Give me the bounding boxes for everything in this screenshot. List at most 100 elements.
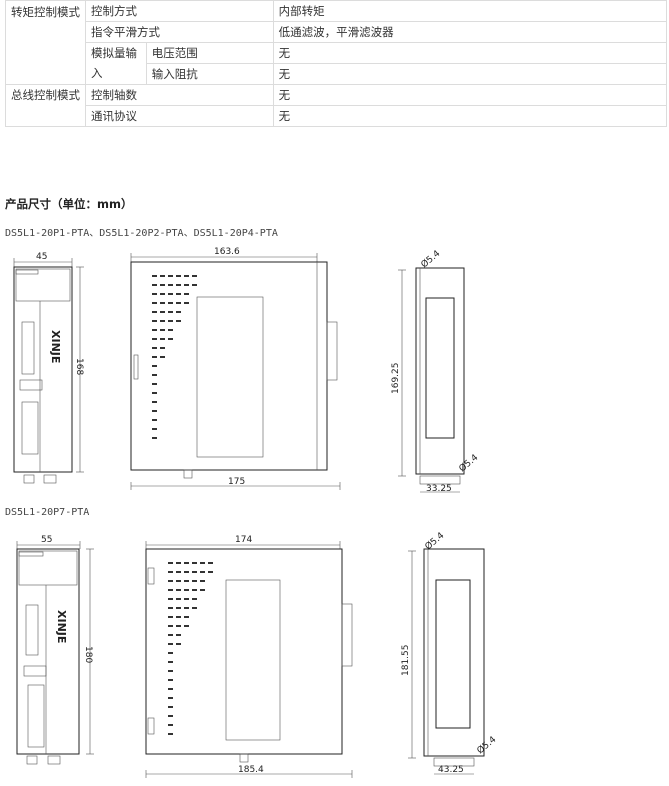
side-bottom-label: 185.4 [238,765,264,775]
model-list-1: DS5L1-20P1-PTA、DS5L1-20P2-PTA、DS5L1-20P4… [5,228,278,239]
vent-slot [160,347,165,349]
vent-slot [168,643,173,645]
vent-slot [168,571,173,573]
vent-slot [160,329,165,331]
side-top-label: 163.6 [214,247,240,257]
vent-slot [168,311,173,313]
spec-value: 无 [272,105,668,127]
side-top-label: 174 [235,535,252,545]
front-height-label: 180 [83,646,93,663]
vent-slot [192,589,197,591]
vent-slot [184,275,189,277]
vent-slot [192,607,197,609]
back-view-2: 181.55 Ø5.4 Ø5.4 43.25 [401,530,499,775]
hole-top-label: Ø5.4 [419,248,443,270]
vent-slot [176,571,181,573]
vent-slot [184,571,189,573]
side-view-1: 163.6 175 [130,247,341,490]
vent-slot [184,580,189,582]
vent-slot [160,311,165,313]
vent-slot [184,589,189,591]
vent-slot [152,320,157,322]
model-list-2: DS5L1-20P7-PTA [5,507,90,518]
vent-slot [160,338,165,340]
vent-slot [200,589,205,591]
vent-slots [152,275,197,439]
spec-sublabel: 电压范围 [145,42,274,64]
back-height-label: 181.55 [401,645,411,677]
vent-slot [176,562,181,564]
vent-slot [168,598,173,600]
vent-slot [168,562,173,564]
vent-slot [168,302,173,304]
vent-slot [152,311,157,313]
vent-slot [176,643,181,645]
vent-slot [168,625,173,627]
vent-slot [176,320,181,322]
brand-logo: XINJE [55,610,68,643]
vent-slot [200,562,205,564]
hole-bottom-label: Ø5.4 [475,734,499,756]
torque-mode-category: 转矩控制模式 [5,0,86,85]
vent-slot [168,706,173,708]
vent-slot [192,284,197,286]
vent-slot [152,284,157,286]
vent-slot [160,275,165,277]
vent-slot [168,284,173,286]
vent-slot [168,715,173,717]
vent-slot [168,697,173,699]
vent-slot [152,365,157,367]
vent-slot [168,661,173,663]
vent-slot [184,284,189,286]
vent-slot [168,275,173,277]
vent-slot [184,607,189,609]
vent-slot [176,616,181,618]
vent-slot [160,356,165,358]
vent-slot [152,347,157,349]
vent-slot [176,580,181,582]
hole-bottom-label: Ø5.4 [457,452,481,474]
vent-slot [184,616,189,618]
vent-slot [160,320,165,322]
vent-slot [208,571,213,573]
vent-slot [200,580,205,582]
back-height-label: 169.25 [391,363,401,395]
vent-slot [168,679,173,681]
spec-value: 低通滤波，平滑滤波器 [272,21,668,43]
spec-label: 控制方式 [85,0,274,22]
vent-slot [152,401,157,403]
vent-slot [192,598,197,600]
vent-slot [152,302,157,304]
vent-slot [168,652,173,654]
vent-slot [192,571,197,573]
vent-slot [208,562,213,564]
vent-slot [168,670,173,672]
back-bottom-label: 33.25 [426,484,452,494]
back-view-1: 169.25 Ø5.4 Ø5.4 33.25 [391,248,481,494]
vent-slot [168,338,173,340]
vent-slot [176,293,181,295]
vent-slot [168,607,173,609]
vent-slot [168,580,173,582]
side-view-2: 174 185.4 [145,535,353,778]
vent-slot [152,374,157,376]
vent-slot [184,598,189,600]
vent-slot [176,634,181,636]
vent-slot [160,284,165,286]
vent-slot [168,688,173,690]
vent-slot [152,392,157,394]
vent-slot [176,302,181,304]
side-bottom-label: 175 [228,477,245,487]
vent-slot [168,616,173,618]
vent-slot [168,733,173,735]
vent-slot [176,589,181,591]
vent-slot [184,625,189,627]
vent-slot [192,275,197,277]
vent-slot [176,625,181,627]
vent-slot [184,562,189,564]
vent-slot [168,589,173,591]
vent-slot [176,284,181,286]
front-view-2: 55 XINJE 180 [16,535,94,765]
front-width-label: 55 [41,535,52,545]
